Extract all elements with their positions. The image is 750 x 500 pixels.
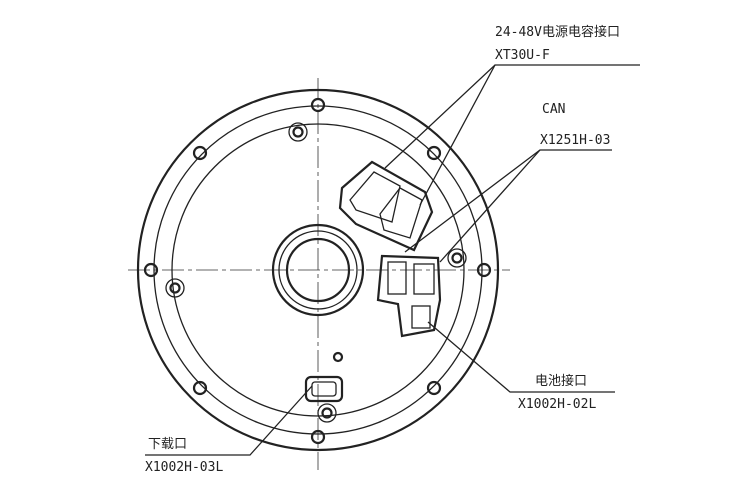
- power-connector: [338, 160, 434, 252]
- hub: [271, 223, 365, 317]
- power-label: 24-48V电源电容接口: [495, 24, 620, 40]
- can-label: CAN: [542, 102, 565, 117]
- power-part: XT30U-F: [495, 48, 550, 63]
- battery-label: 电池接口: [535, 373, 587, 389]
- screws: [165, 122, 467, 423]
- centerlines: [128, 78, 510, 470]
- can-part: X1251H-03: [540, 133, 610, 148]
- download-label: 下载口: [148, 437, 187, 452]
- can-battery-connector: [376, 254, 442, 338]
- leader-lines: [145, 64, 640, 456]
- download-connector: [304, 375, 344, 403]
- mounting-holes: [143, 97, 492, 445]
- battery-part: X1002H-02L: [518, 397, 596, 412]
- download-part: X1002H-03L: [145, 460, 223, 475]
